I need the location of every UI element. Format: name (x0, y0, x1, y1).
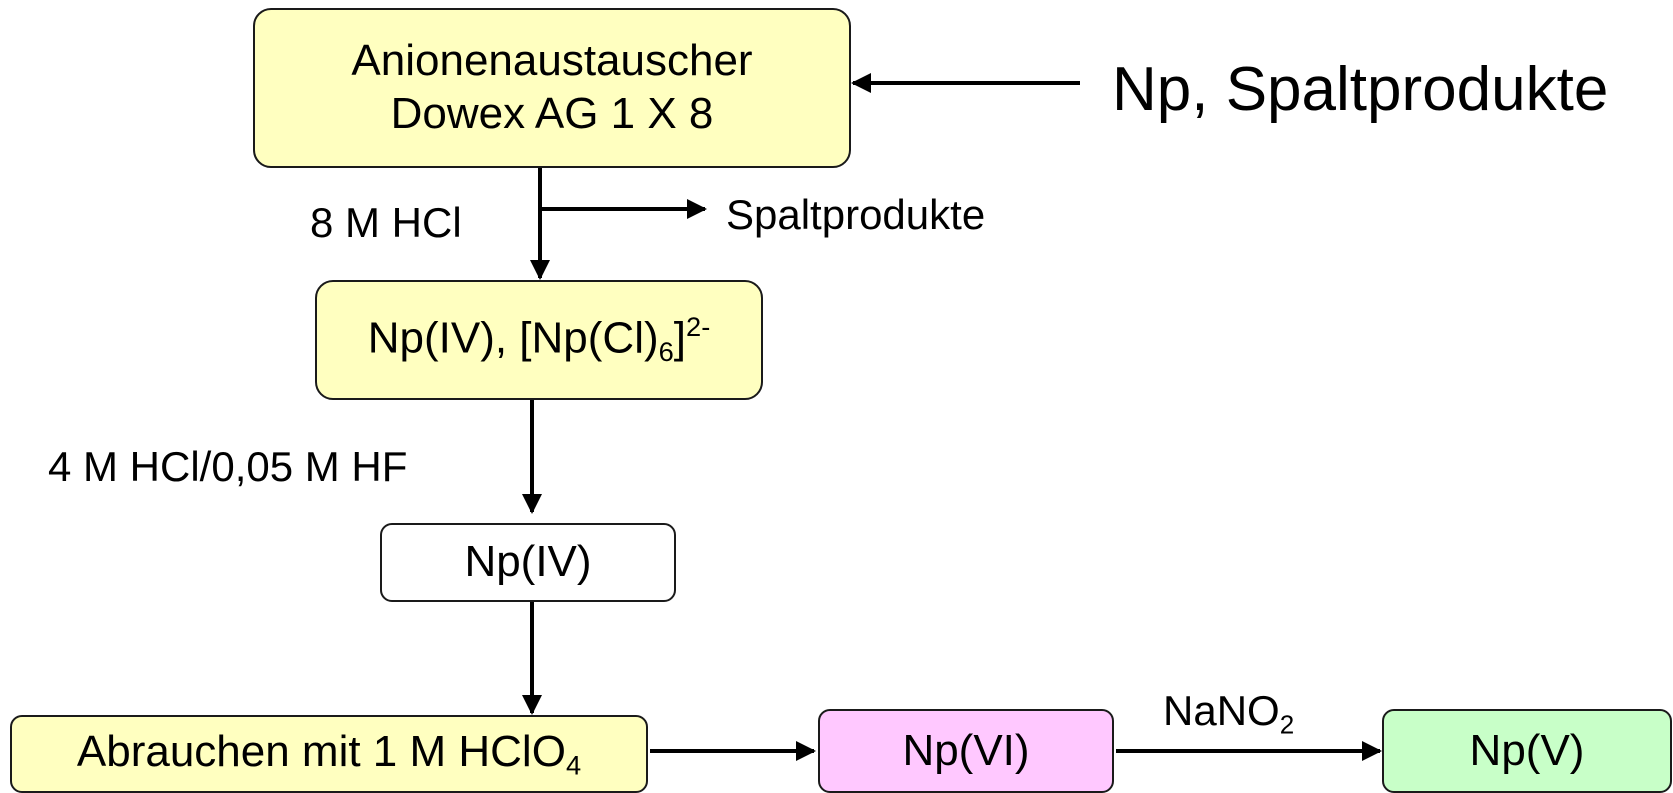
np5-box: Np(V) (1382, 709, 1672, 793)
elute-8m-hcl-label: 8 M HCl (310, 199, 462, 246)
np4-label: Np(IV) (464, 537, 592, 587)
fume-box: Abrauchen mit 1 M HClO4 (10, 715, 648, 793)
np5-label: Np(V) (1469, 725, 1585, 775)
np6-label: Np(VI) (902, 725, 1030, 775)
input-label: Np, Spaltprodukte (1112, 55, 1609, 124)
np4-complex-box: Np(IV), [Np(Cl)6]2- (315, 280, 763, 400)
np4-complex-formula: Np(IV), [Np(Cl)6]2- (367, 311, 711, 368)
np4-box: Np(IV) (380, 523, 676, 602)
elute-4m-hcl-hf-label: 4 M HCl/0,05 M HF (48, 443, 408, 490)
nano2-reagent-label: NaNO2 (1163, 687, 1295, 740)
anion-exchanger-line1: Anionenaustauscher (351, 36, 753, 86)
anion-exchanger-line2: Dowex AG 1 X 8 (390, 89, 714, 138)
anion-exchanger-box: Anionenaustauscher Dowex AG 1 X 8 (253, 8, 851, 168)
waste-label: Spaltprodukte (726, 191, 986, 238)
np6-box: Np(VI) (818, 709, 1114, 793)
fume-label: Abrauchen mit 1 M HClO4 (76, 726, 582, 781)
